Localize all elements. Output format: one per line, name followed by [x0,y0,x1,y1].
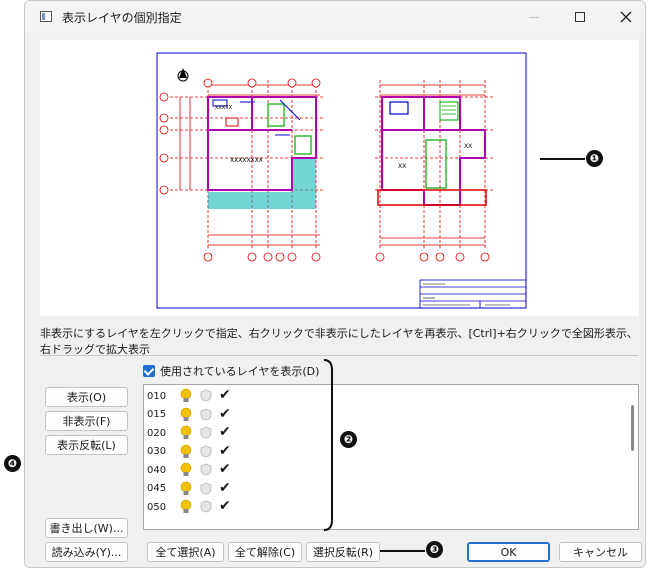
svg-text:XX: XX [398,163,406,170]
cancel-button[interactable]: キャンセル [559,542,642,562]
checkmark-icon: ✔ [219,461,231,477]
minimize-icon [529,16,539,18]
layer-name: 010 [147,390,167,402]
svg-text:XXXXXXXX: XXXXXXXX [230,157,263,164]
close-icon [620,11,632,23]
show-button[interactable]: 表示(O) [45,387,128,407]
layer-name: 045 [147,483,167,494]
annotation-3-badge: ❸ [426,541,443,558]
instruction-text: 非表示にするレイヤを左クリックで指定、右クリックで非表示にしたレイヤを再表示、[… [40,327,638,356]
lock-icon[interactable] [200,482,212,495]
checkbox-checked-icon[interactable] [143,365,155,377]
lightbulb-icon[interactable] [180,407,192,423]
annotation-1-badge: ❶ [586,150,603,167]
lock-icon[interactable] [200,463,212,476]
layer-name: 030 [147,446,167,457]
lock-icon[interactable] [200,426,212,439]
export-button[interactable]: 書き出し(W)... [45,518,128,538]
layer-name: 015 [147,409,167,420]
layer-name: 050 [147,501,167,513]
layer-row[interactable]: 040 ✔ [144,461,344,479]
annotation-2-badge: ❷ [340,431,357,448]
minimize-button[interactable] [511,3,557,31]
floor-plan-drawing: XXXXXXXX XXXXX [156,52,527,309]
layer-row[interactable]: 030 ✔ [144,443,344,461]
lightbulb-icon[interactable] [180,462,192,478]
svg-text:XXXXX: XXXXX [215,105,233,111]
svg-text:XX: XX [464,143,472,150]
layer-row[interactable]: 015 ✔ [144,406,344,424]
select-all-button[interactable]: 全て選択(A) [147,542,224,562]
annotation-4-badge: ❹ [4,455,21,472]
checkmark-icon: ✔ [219,479,231,496]
layer-list[interactable]: 010 ✔ 015 ✔ 020 ✔ 030 ✔ 040 ✔ 045 ✔ 050 ✔ [143,384,639,530]
deselect-all-button[interactable]: 全て解除(C) [228,542,302,562]
lightbulb-icon[interactable] [180,499,192,515]
layer-row[interactable]: 050 ✔ [144,498,344,516]
checkmark-icon: ✔ [219,387,231,403]
north-arrow-icon [177,68,189,82]
layer-row[interactable]: 020 ✔ [144,424,344,442]
lightbulb-icon[interactable] [180,425,192,441]
layer-row[interactable]: 010 ✔ [144,387,344,405]
checkmark-icon: ✔ [219,498,231,514]
maximize-icon [575,12,585,22]
layer-row[interactable]: 045 ✔ [144,480,344,498]
show-used-layers-label: 使用されているレイヤを表示(D) [160,365,320,378]
hide-button[interactable]: 非表示(F) [45,411,128,431]
lock-icon[interactable] [200,389,212,402]
invert-selection-button[interactable]: 選択反転(R) [306,542,380,562]
drawing-preview-canvas[interactable]: XXXXXXXX XXXXX [40,40,639,316]
maximize-button[interactable] [557,3,603,31]
ok-button[interactable]: OK [467,542,550,562]
layer-name: 040 [147,464,167,476]
app-icon [40,11,52,22]
lightbulb-icon[interactable] [180,388,192,404]
separator [40,355,638,356]
layer-display-dialog: 表示レイヤの個別指定 [24,0,646,568]
import-button[interactable]: 読み込み(Y)... [45,542,128,562]
title-bar: 表示レイヤの個別指定 [25,1,645,32]
checkmark-icon: ✔ [219,442,231,459]
invert-display-button[interactable]: 表示反転(L) [45,435,128,455]
lightbulb-icon[interactable] [180,481,192,497]
lock-icon[interactable] [200,500,212,513]
checkmark-icon: ✔ [219,424,231,440]
lock-icon[interactable] [200,408,212,421]
annotation-3-line [380,550,425,552]
show-used-layers-checkbox[interactable]: 使用されているレイヤを表示(D) [143,363,319,379]
close-button[interactable] [603,3,645,31]
lightbulb-icon[interactable] [180,444,192,460]
layer-name: 020 [147,427,167,439]
scrollbar-thumb[interactable] [631,405,634,451]
annotation-bracket-2 [323,359,333,531]
lock-icon[interactable] [200,445,212,458]
annotation-1-line [540,158,585,160]
window-title: 表示レイヤの個別指定 [62,11,182,25]
checkmark-icon: ✔ [219,405,231,422]
